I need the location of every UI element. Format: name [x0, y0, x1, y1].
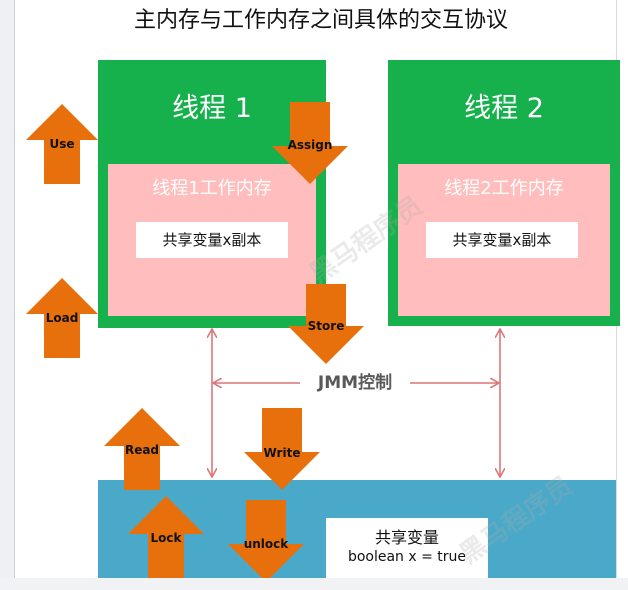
- thread-2-work-memory-title: 线程2工作内存: [444, 178, 564, 199]
- lock-label: Lock: [150, 531, 182, 545]
- use-arrow: Use: [26, 104, 98, 184]
- thread-1-variable-copy: 共享变量x副本: [136, 222, 288, 258]
- thread-1-title: 线程 1: [172, 93, 252, 124]
- shared-variable-value: boolean x = true: [347, 549, 467, 565]
- window-bottom-edge: [0, 578, 628, 590]
- store-arrow: Store: [288, 284, 364, 364]
- write-arrow: Write: [244, 408, 320, 490]
- store-label: Store: [307, 319, 345, 333]
- assign-arrow: Assign: [272, 102, 348, 184]
- shared-variable-label: 共享变量: [374, 528, 439, 547]
- thread-2-variable-copy: 共享变量x副本: [426, 222, 578, 258]
- diagram-title: 主内存与工作内存之间具体的交互协议: [134, 8, 509, 33]
- load-label: Load: [45, 311, 79, 325]
- window-left-edge: [0, 0, 14, 578]
- thread-2-title: 线程 2: [464, 93, 544, 124]
- window-left-border: [14, 0, 15, 578]
- shared-variable-box: 共享变量 boolean x = true: [326, 518, 488, 578]
- jmm-control-label: JMM控制: [300, 369, 410, 397]
- lock-arrow: Lock: [128, 496, 204, 578]
- thread-1-work-memory-title: 线程1工作内存: [152, 178, 272, 199]
- unlock-label: unlock: [243, 537, 289, 551]
- assign-label: Assign: [287, 138, 333, 152]
- write-label: Write: [263, 446, 301, 460]
- unlock-arrow: unlock: [228, 500, 304, 578]
- read-label: Read: [124, 443, 160, 457]
- load-arrow: Load: [26, 278, 98, 358]
- use-label: Use: [49, 137, 75, 151]
- read-arrow: Read: [104, 408, 180, 490]
